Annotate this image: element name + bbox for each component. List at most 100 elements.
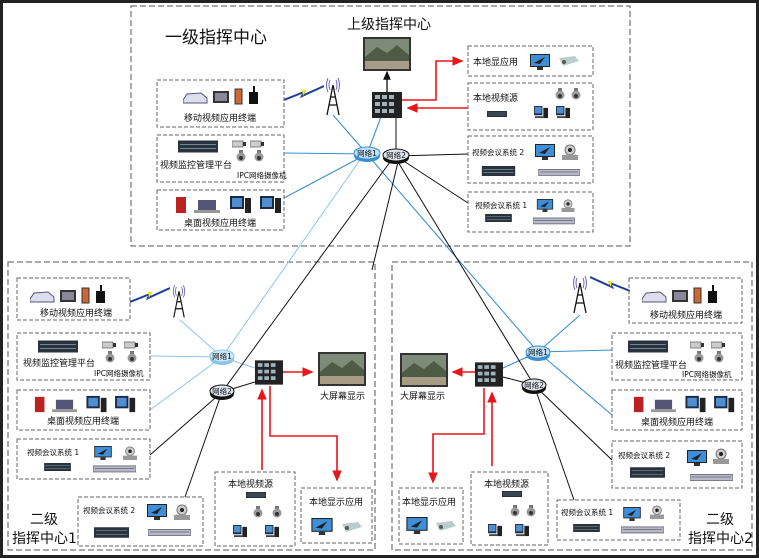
ipc-camera-icon — [232, 140, 246, 148]
network2-label: 网络2 — [212, 386, 232, 396]
right-vms-box: 视频监控管理平台 IPC网络摄像机 — [611, 332, 743, 381]
monitor-icon — [536, 199, 554, 212]
ipc-camera-icon — [690, 341, 704, 349]
codec-icon — [484, 214, 513, 222]
mobile-terminals-label: 移动视频应用终端 — [40, 307, 112, 319]
dome-camera-icon — [510, 505, 520, 517]
top-local-source-box: 本地视频源 — [467, 82, 594, 131]
network1-node: 网络1 — [525, 345, 551, 361]
codec-icon — [572, 524, 601, 532]
left-local-source-box: 本地视频源 — [214, 471, 296, 547]
network1-label: 网络1 — [528, 347, 548, 357]
dome-camera-icon — [254, 150, 264, 162]
right-desktop-terminals-box: 桌面视频应用终端 — [611, 389, 743, 431]
video-signal-arrows — [257, 56, 497, 484]
vms-label: 视频监控管理平台 — [615, 359, 687, 371]
dome-camera-icon — [236, 150, 246, 162]
conference-camera-icon — [561, 199, 575, 212]
pc-icon — [265, 525, 279, 538]
mcu-icon — [148, 528, 191, 536]
desktop-terminals-label: 桌面视频应用终端 — [184, 217, 256, 229]
ipc-camera-icon — [124, 341, 138, 349]
vms-label: 视频监控管理平台 — [23, 357, 95, 369]
local-display-label: 本地显应用 — [473, 56, 518, 68]
mobile-devices-icon — [642, 285, 718, 304]
left-mobile-terminals-box: 移动视频应用终端 — [16, 277, 131, 321]
ipc-label: IPC网络摄像机 — [237, 170, 287, 180]
monitor-icon — [623, 507, 641, 521]
video-matrix-icon — [372, 92, 402, 118]
mcu-icon — [93, 465, 136, 473]
codec-icon — [43, 463, 72, 471]
radio-tower-icon — [172, 284, 186, 319]
left-local-display-box: 本地显示应用 — [300, 487, 373, 544]
codec-icon — [630, 467, 665, 478]
conference-camera-icon — [173, 504, 191, 520]
title-level1-center: 一级指挥中心 — [165, 28, 267, 48]
video-wall-icon — [363, 37, 411, 71]
storage-server-icon — [178, 140, 218, 153]
local-display-label: 本地显示应用 — [402, 496, 456, 508]
mobile-devices-icon — [30, 285, 106, 304]
title-upper-center: 上级指挥中心 — [347, 17, 431, 33]
wireless-link-icon — [284, 85, 324, 101]
monitor-icon — [311, 518, 333, 535]
encoder-icon — [501, 491, 523, 497]
monitor-icon — [94, 446, 112, 460]
monitor-icon — [535, 144, 555, 160]
region-level2-center2 — [391, 261, 753, 551]
network2-label: 网络2 — [524, 380, 544, 390]
monitor-icon — [147, 504, 167, 520]
conference-camera-icon — [712, 448, 730, 464]
projector-icon — [342, 522, 362, 532]
top-vms-box: 视频监控管理平台 IPC网络摄像机 — [156, 134, 287, 183]
ipc-label: IPC网络摄像机 — [682, 369, 732, 379]
mcu-icon — [533, 217, 575, 225]
storage-server-icon — [628, 340, 668, 353]
network2-node: 网络2 — [209, 384, 235, 400]
dome-camera-icon — [571, 88, 581, 100]
big-screen-icon — [400, 353, 448, 387]
ipc-camera-icon — [102, 341, 116, 349]
encoder-icon — [486, 111, 508, 117]
desktop-devices-icon — [176, 196, 281, 213]
conference-camera-icon — [649, 505, 665, 519]
vms-label: 视频监控管理平台 — [160, 159, 232, 171]
wireless-link-icon — [590, 276, 630, 292]
projector-icon — [436, 521, 456, 531]
dome-camera-icon — [714, 351, 724, 363]
network1-label: 网络1 — [212, 351, 232, 361]
right-local-source-box: 本地视频源 — [470, 471, 549, 546]
desktop-devices-icon — [34, 395, 136, 413]
local-source-label: 本地视频源 — [228, 478, 273, 490]
network2-node: 网络2 — [521, 378, 547, 394]
local-display-label: 本地显示应用 — [309, 496, 363, 508]
dome-camera-icon — [127, 351, 137, 363]
desktop-terminals-label: 桌面视频应用终端 — [641, 416, 713, 428]
network2-label: 网络2 — [386, 150, 406, 160]
encoder-icon — [245, 492, 267, 498]
dome-camera-icon — [555, 88, 565, 100]
desktop-terminals-label: 桌面视频应用终端 — [47, 415, 119, 427]
mcu-icon — [538, 168, 580, 176]
monitor-icon — [530, 54, 550, 70]
pc-icon — [556, 106, 570, 119]
network2-node: 网络2 — [382, 148, 410, 164]
dome-camera-icon — [105, 351, 115, 363]
top-desktop-terminals-box: 桌面视频应用终端 — [156, 189, 285, 231]
vc1-label: 视频会议系统 1 — [27, 447, 79, 457]
ipc-camera-icon — [711, 341, 725, 349]
mobile-terminals-label: 移动视频应用终端 — [650, 309, 722, 321]
mobile-terminals-label: 移动视频应用终端 — [184, 112, 256, 124]
codec-icon — [94, 527, 129, 538]
ipc-camera-icon — [250, 140, 264, 148]
left-vms-box: 视频监控管理平台 IPC网络摄像机 — [16, 332, 151, 381]
dome-camera-icon — [526, 505, 536, 517]
vc2-label: 视频会议系统 2 — [83, 505, 135, 515]
big-screen-label: 大屏幕显示 — [400, 390, 445, 402]
right-mobile-terminals-box: 移动视频应用终端 — [628, 277, 743, 324]
dome-camera-icon — [253, 506, 263, 518]
